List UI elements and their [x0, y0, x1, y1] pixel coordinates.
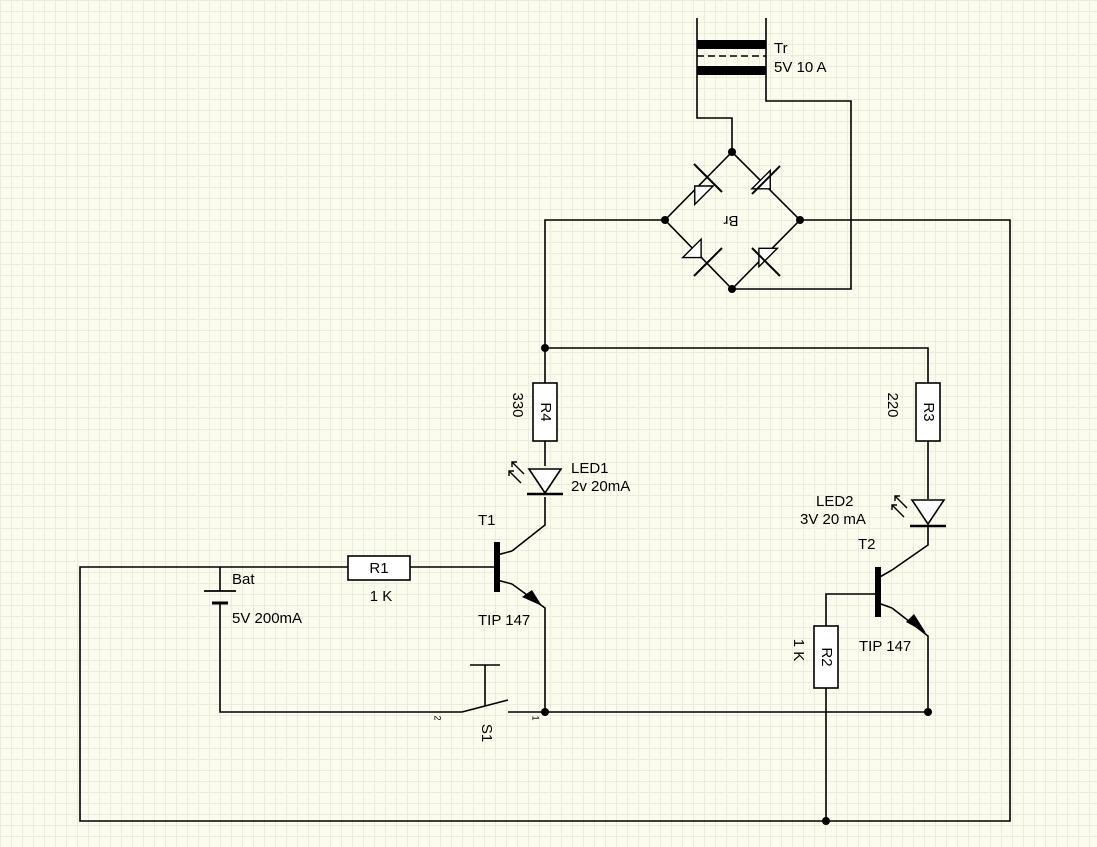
junction-dot — [728, 285, 736, 293]
switch-pin2-label: 2 — [433, 715, 443, 720]
r2-value-label: 1 K — [790, 639, 807, 662]
resistor-r3: R3 220 — [884, 382, 941, 442]
battery-value-label: 5V 200mA — [232, 610, 302, 627]
switch-ref-label: S1 — [478, 724, 495, 742]
t2-emitter-arrow-icon — [906, 614, 926, 633]
r4-ref-label: R4 — [537, 402, 554, 421]
transformer-core-bottom — [697, 66, 766, 75]
transformer-core-top — [697, 40, 766, 49]
led1-ref-label: LED1 — [571, 460, 609, 477]
resistor-r4: R4 330 — [509, 382, 558, 442]
led2: LED2 3V 20 mA — [800, 493, 946, 528]
t2-ref-label: T2 — [858, 536, 876, 553]
led2-light-arrows-icon — [891, 495, 908, 518]
led1-light-arrows-icon — [508, 461, 525, 484]
t2-value-label: TIP 147 — [859, 638, 911, 655]
t1-value-label: TIP 147 — [478, 612, 530, 629]
led2-ref-label: LED2 — [816, 493, 854, 510]
battery-bat: Bat 5V 200mA — [204, 567, 302, 627]
transformer-value-label: 5V 10 A — [774, 59, 827, 76]
bridge-diode-top-right — [750, 165, 781, 195]
switch-s1: S1 2 1 — [433, 664, 541, 742]
junction-dot — [924, 708, 932, 716]
resistor-r1: R1 1 K — [347, 555, 411, 605]
r1-value-label: 1 K — [370, 588, 393, 605]
bridge-diode-bottom-right — [751, 247, 781, 277]
bridge-rectifier-br: Br — [663, 150, 802, 291]
junction-dot — [541, 344, 549, 352]
junction-dot — [796, 216, 804, 224]
transformer-ref-label: Tr — [774, 40, 788, 57]
r1-ref-label: R1 — [369, 560, 388, 577]
transistor-t2: T2 TIP 147 — [858, 536, 926, 655]
t1-emitter-arrow-icon — [522, 590, 542, 606]
transformer-tr: Tr 5V 10 A — [697, 40, 827, 76]
r2-ref-label: R2 — [818, 647, 835, 666]
led1-value-label: 2v 20mA — [571, 478, 630, 495]
led1: LED1 2v 20mA — [508, 460, 630, 496]
junction-dot — [541, 708, 549, 716]
r4-value-label: 330 — [509, 392, 526, 417]
switch-pin1-label: 1 — [531, 715, 541, 720]
transistor-t1: T1 TIP 147 — [478, 512, 542, 629]
junction-dot — [661, 216, 669, 224]
bridge-diode-top-left — [693, 163, 723, 207]
junction-dot — [728, 148, 736, 156]
resistor-r2: R2 1 K — [790, 625, 839, 689]
r3-value-label: 220 — [884, 392, 901, 417]
junction-dots — [541, 148, 932, 825]
r3-ref-label: R3 — [920, 402, 937, 421]
bridge-diode-bottom-left — [681, 237, 723, 277]
battery-ref-label: Bat — [232, 571, 255, 588]
t1-ref-label: T1 — [478, 512, 496, 529]
bridge-ref-label: Br — [723, 212, 738, 229]
junction-dot — [822, 817, 830, 825]
wires — [79, 18, 1011, 822]
led2-value-label: 3V 20 mA — [800, 511, 866, 528]
